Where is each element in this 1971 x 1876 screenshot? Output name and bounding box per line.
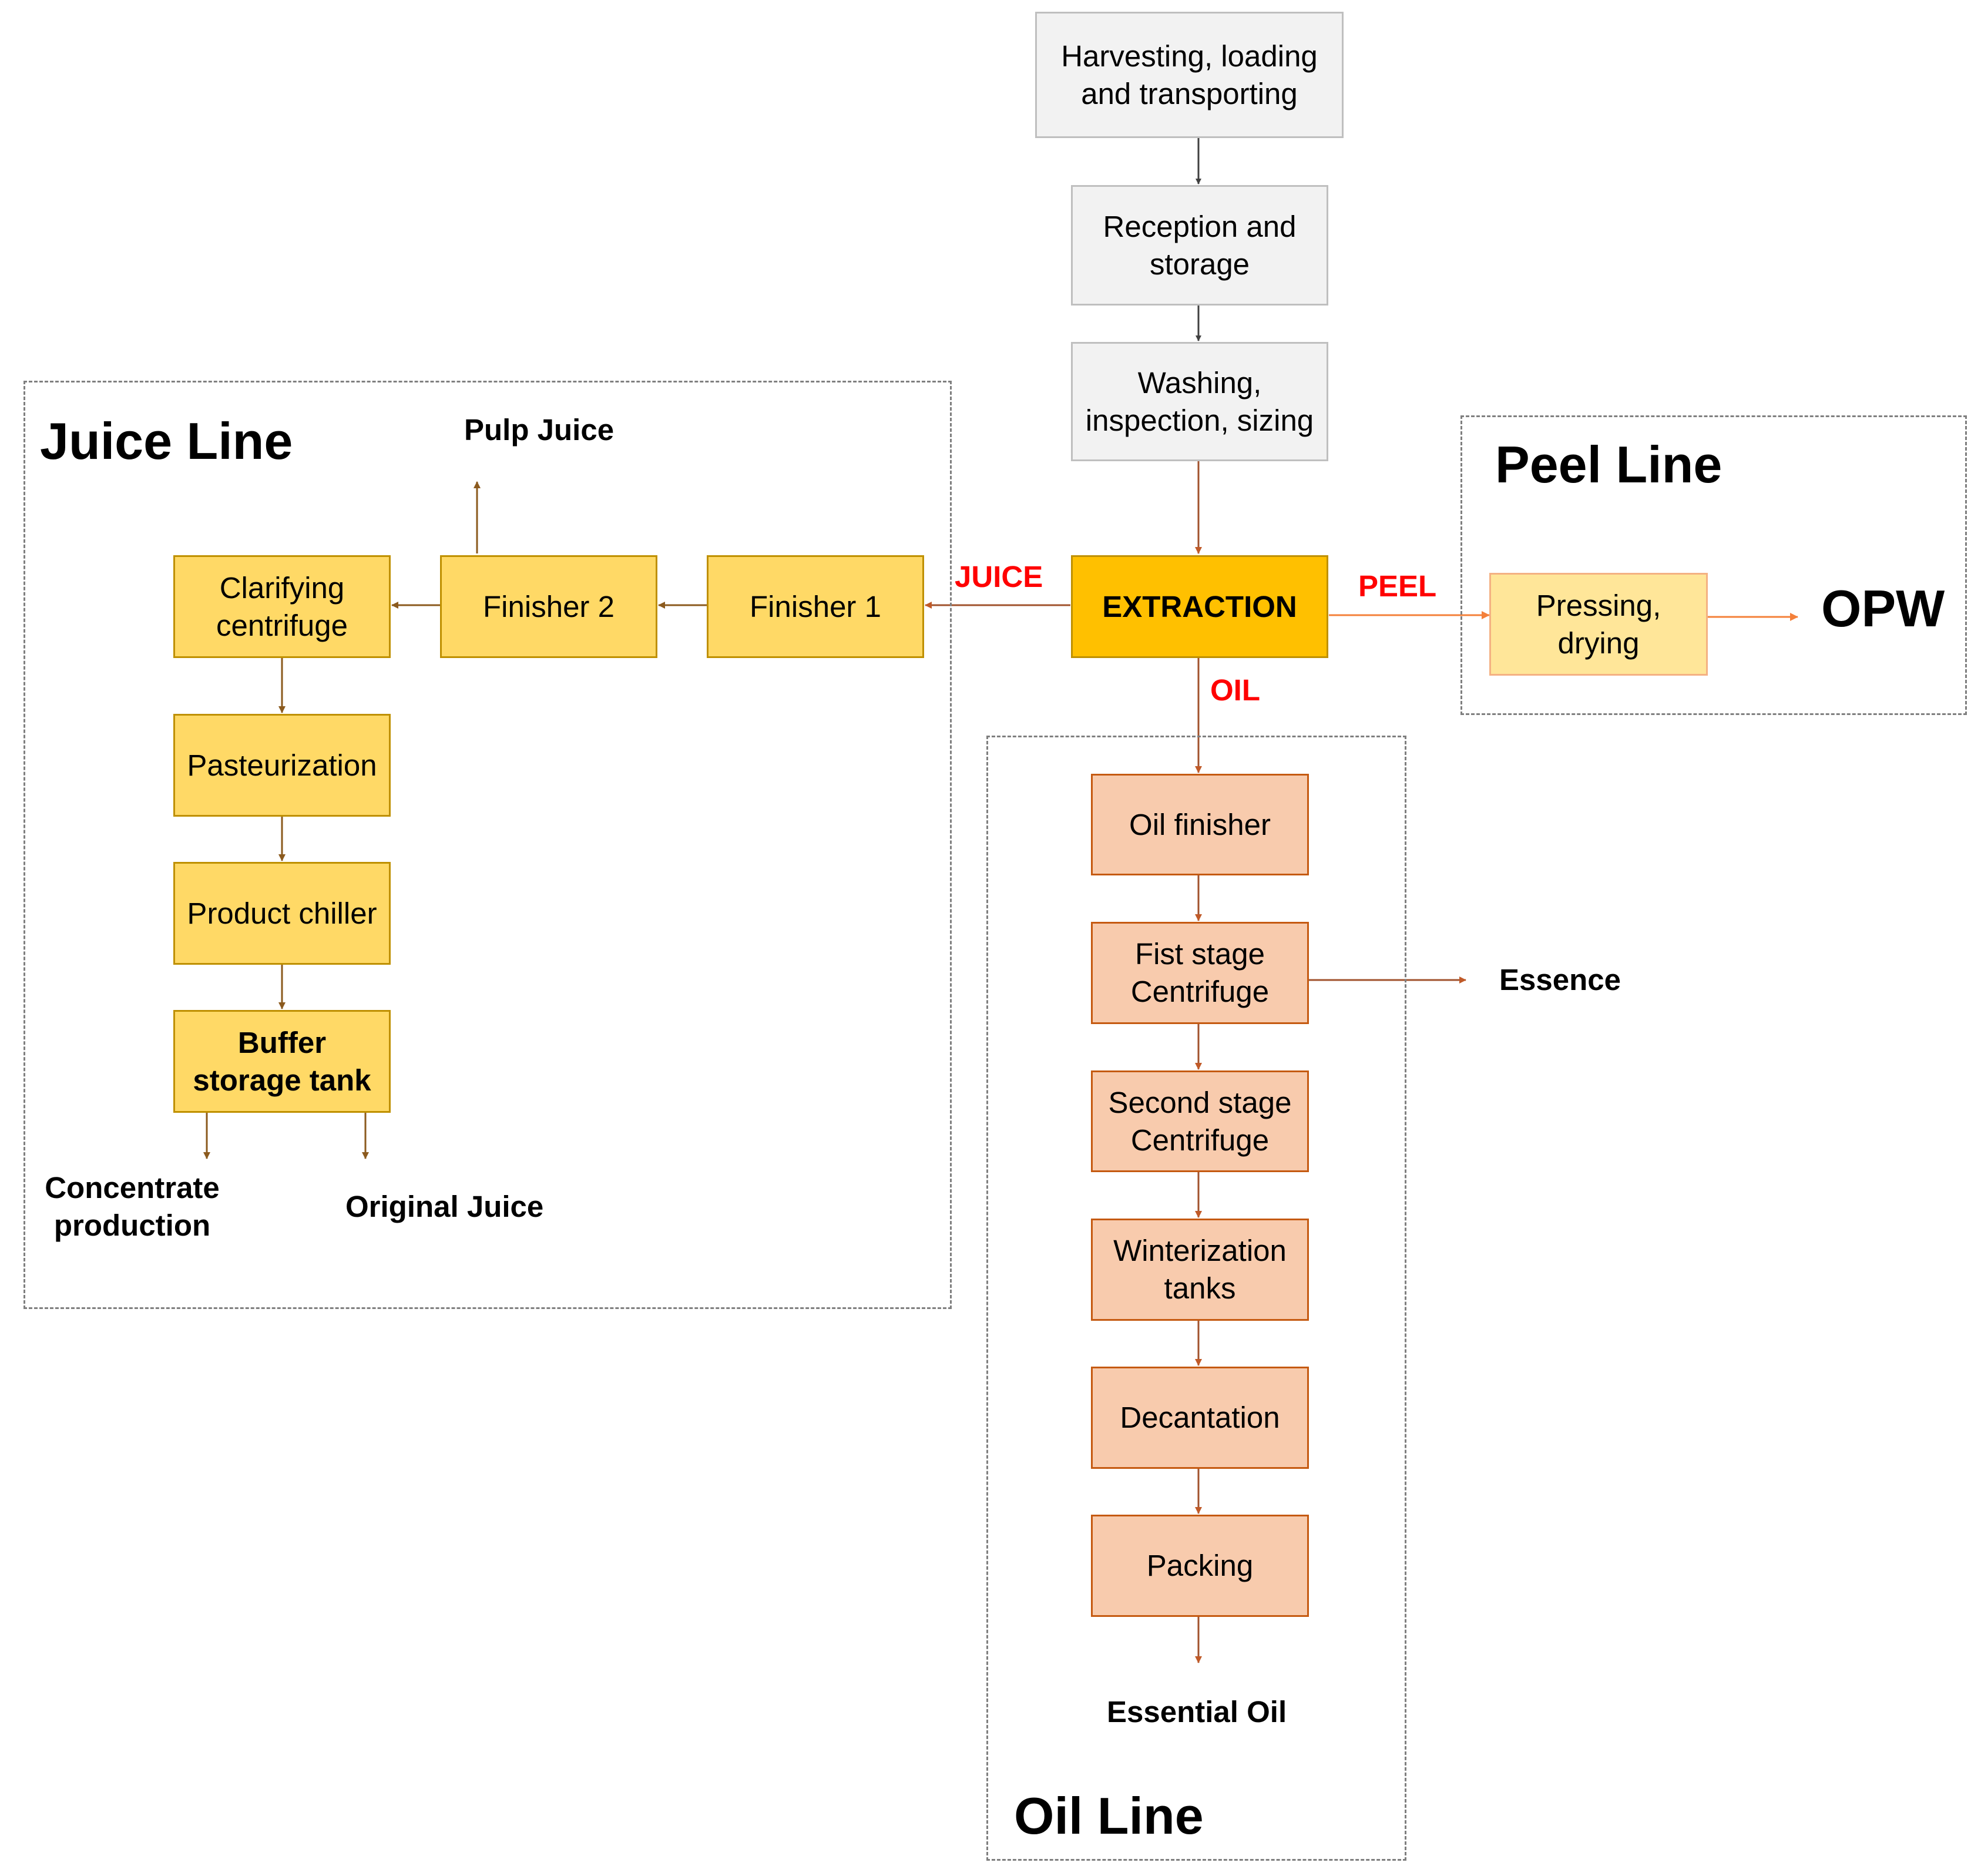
finisher-1-step: Finisher 1 — [707, 555, 924, 658]
extraction-step: EXTRACTION — [1071, 555, 1328, 658]
peel-stream-label: PEEL — [1358, 569, 1437, 603]
decantation-step: Decantation — [1091, 1367, 1309, 1469]
essence-output: Essence — [1499, 963, 1621, 996]
finisher-2-step: Finisher 2 — [440, 555, 657, 658]
essential-oil-output: Essential Oil — [1107, 1695, 1287, 1729]
reception-step: Reception and storage — [1071, 185, 1328, 306]
concentrate-production-output: Concentrate production — [45, 1171, 220, 1242]
oil-finisher-step: Oil finisher — [1091, 774, 1309, 875]
opw-output: OPW — [1821, 579, 1945, 637]
second-stage-centrifuge-step: Second stage Centrifuge — [1091, 1070, 1309, 1172]
juice-stream-label: JUICE — [955, 560, 1043, 593]
packing-step: Packing — [1091, 1515, 1309, 1617]
harvesting-step: Harvesting, loading and transporting — [1035, 12, 1344, 138]
juice-line-group — [23, 381, 952, 1309]
washing-step: Washing, inspection, sizing — [1071, 342, 1328, 461]
peel-line-group — [1460, 415, 1967, 715]
juice-line-title: Juice Line — [40, 412, 293, 470]
winterization-tanks-step: Winterization tanks — [1091, 1219, 1309, 1321]
buffer-storage-tank-step: Buffer storage tank — [173, 1010, 391, 1113]
pressing-drying-step: Pressing, drying — [1489, 573, 1708, 676]
oil-line-group — [986, 736, 1406, 1861]
oil-stream-label: OIL — [1210, 673, 1260, 707]
first-stage-centrifuge-step: Fist stage Centrifuge — [1091, 922, 1309, 1024]
oil-line-title: Oil Line — [1014, 1787, 1204, 1845]
peel-line-title: Peel Line — [1495, 435, 1722, 494]
pasteurization-step: Pasteurization — [173, 714, 391, 817]
product-chiller-step: Product chiller — [173, 862, 391, 965]
pulp-juice-output: Pulp Juice — [464, 413, 615, 447]
original-juice-output: Original Juice — [345, 1190, 544, 1223]
clarifying-centrifuge-step: Clarifying centrifuge — [173, 555, 391, 658]
